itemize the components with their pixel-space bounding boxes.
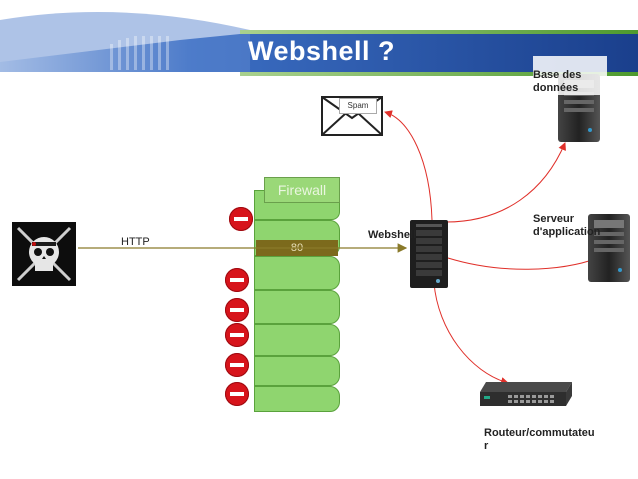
app-server-icon <box>588 214 630 282</box>
spam-label: Spam <box>339 98 377 114</box>
blocked-icon <box>225 353 249 377</box>
firewall-segment <box>254 324 340 356</box>
spam-text: Spam <box>347 101 369 110</box>
firewall <box>254 190 340 412</box>
blocked-icon <box>229 207 253 231</box>
arrow-to-app-server <box>447 256 599 270</box>
blocked-icon <box>225 268 249 292</box>
arrow-to-database <box>445 142 566 223</box>
webshell-server-icon <box>410 220 448 288</box>
blocked-icon <box>225 298 249 322</box>
firewall-segment <box>254 290 340 324</box>
blocked-icon <box>225 323 249 347</box>
firewall-segment <box>254 356 340 386</box>
attacker-skull-icon <box>12 222 76 286</box>
router-text: Routeur/commutateu r <box>484 427 595 452</box>
slide-title: Webshell ? <box>248 36 396 66</box>
app-server-label: Serveur d'application <box>533 200 633 239</box>
router-switch-icon <box>480 382 572 406</box>
http-label: HTTP <box>121 236 150 248</box>
router-label: Routeur/commutateu r <box>484 414 604 453</box>
firewall-segment <box>254 386 340 412</box>
app-server-text: Serveur d'application <box>533 213 601 238</box>
blocked-icon <box>225 382 249 406</box>
database-label: Base des données <box>533 56 607 95</box>
firewall-label: Firewall <box>264 177 340 203</box>
database-text: Base des données <box>533 69 582 94</box>
title-banner <box>0 12 638 76</box>
arrow-to-spam <box>384 110 433 221</box>
webshell-label: Webshell <box>368 229 417 241</box>
firewall-segment <box>254 256 340 290</box>
arrow-to-router <box>433 282 509 385</box>
